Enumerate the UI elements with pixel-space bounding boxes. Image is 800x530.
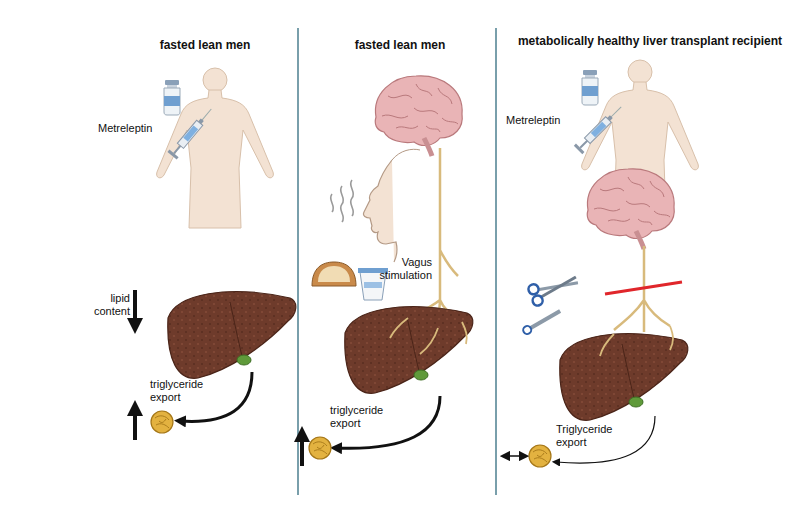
drug-label: Metreleptin [506,114,572,127]
stimulus-label: Vagus stimulation [368,256,432,282]
effect-label: lipid content [78,292,130,318]
effect-label: triglyceride export [330,404,400,430]
panel-heading: fasted lean men [310,38,490,52]
effect-label: triglyceride export [150,378,222,404]
panel-heading: fasted lean men [115,38,295,52]
drug-label: Metreleptin [98,122,164,135]
panel-heading: metabolically healthy liver transplant r… [508,34,792,48]
effect-label: Triglyceride export [556,423,626,449]
